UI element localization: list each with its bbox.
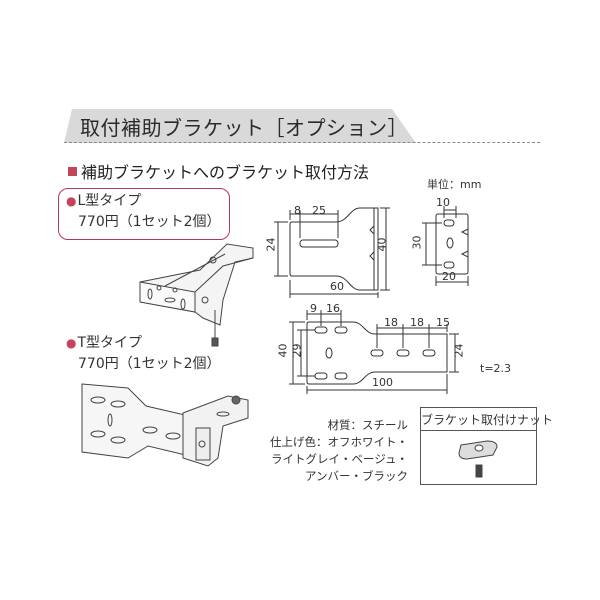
dim-l-40: 40 [375, 237, 389, 252]
dim-l-20: 20 [442, 270, 456, 283]
thickness-label: t=2.3 [480, 362, 512, 375]
dim-l-24: 24 [264, 237, 278, 252]
spec-finish-3: アンバー・ブラック [304, 469, 408, 483]
section-title: 補助ブラケットへのブラケット取付方法 [68, 159, 369, 183]
nut-title: ブラケット取付けナット [421, 408, 553, 431]
dim-l-8: 8 [294, 204, 301, 217]
t-type-price: 770円（1セット2個） [78, 356, 221, 372]
spec-finish-2: ライトグレイ・ベージュ・ [271, 452, 408, 466]
dim-t-100: 100 [372, 376, 393, 389]
l-type-box [58, 188, 230, 240]
dim-t-9: 9 [310, 302, 317, 315]
square-bullet-icon [68, 167, 77, 176]
dim-l-10: 10 [436, 196, 450, 209]
t-bracket-illustration [81, 383, 249, 467]
dim-t-15: 15 [436, 316, 450, 329]
nut-box: ブラケット取付けナット [420, 407, 553, 485]
dim-l-25: 25 [312, 204, 326, 217]
dim-t-40: 40 [276, 343, 290, 358]
l-type-dimension-drawing [274, 207, 390, 298]
t-type-dimension-drawing [289, 310, 459, 394]
dim-t-24: 24 [452, 343, 466, 358]
l-type-name: ●L型タイプ [66, 193, 142, 209]
dim-t-18b: 18 [410, 316, 424, 329]
l-bracket-illustration [139, 243, 254, 347]
l-type-side-drawing [422, 206, 469, 286]
l-type-price: 770円（1セット2個） [78, 214, 221, 230]
dim-l-30: 30 [410, 235, 424, 250]
header-band [64, 109, 416, 143]
dim-t-29: 29 [290, 343, 304, 358]
dot-bullet-icon: ● [66, 336, 77, 350]
dim-t-16: 16 [326, 302, 340, 315]
header-divider [64, 142, 540, 143]
spec-material: 材質：スチール [327, 418, 409, 432]
spec-finish-1: 仕上げ色：オフホワイト・ [270, 435, 408, 449]
dim-l-60: 60 [330, 280, 344, 293]
unit-label: 単位：mm [427, 178, 482, 191]
nut-illustration [458, 440, 498, 478]
t-type-name: ●T型タイプ [66, 335, 143, 351]
dot-bullet-icon: ● [66, 194, 77, 208]
dim-t-18a: 18 [384, 316, 398, 329]
page-title: 取付補助ブラケット［オプション］ [80, 116, 408, 140]
